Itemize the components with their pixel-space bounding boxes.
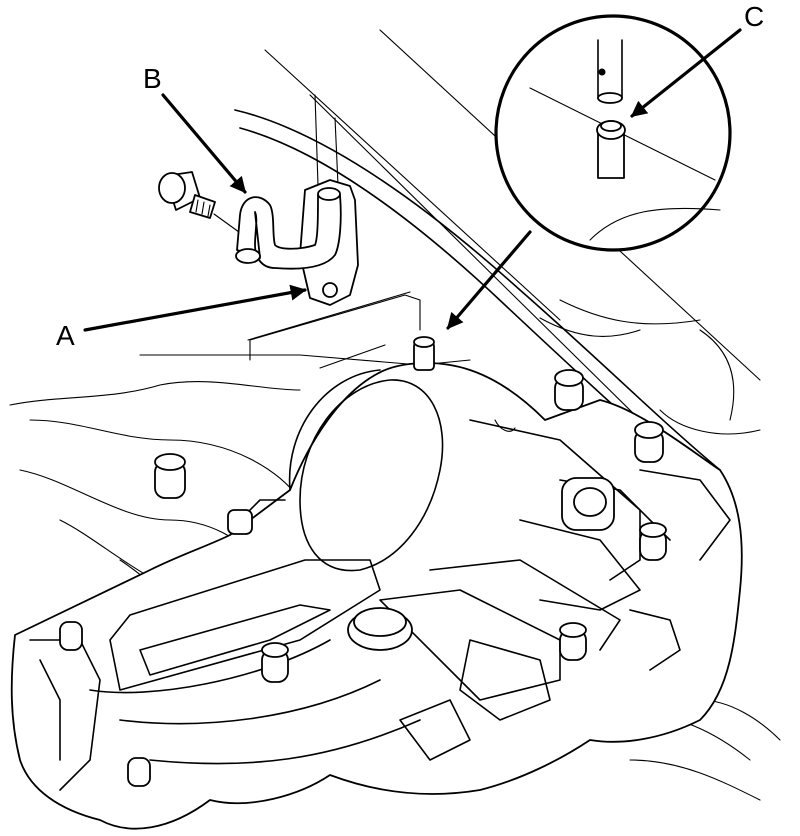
- callout-label-a: A: [56, 320, 75, 351]
- breather-tube: [413, 336, 435, 371]
- bolt-icon: [158, 171, 251, 241]
- leader-arrows: [83, 28, 742, 332]
- frame-lines: [234, 29, 761, 491]
- callout-label-b: B: [143, 63, 162, 94]
- detail-view-c: [494, 14, 732, 252]
- breather-hose: [235, 187, 342, 270]
- callout-label-c: C: [744, 1, 764, 32]
- differential-housing: [10, 362, 743, 830]
- housing-bolt-bosses: [59, 369, 667, 787]
